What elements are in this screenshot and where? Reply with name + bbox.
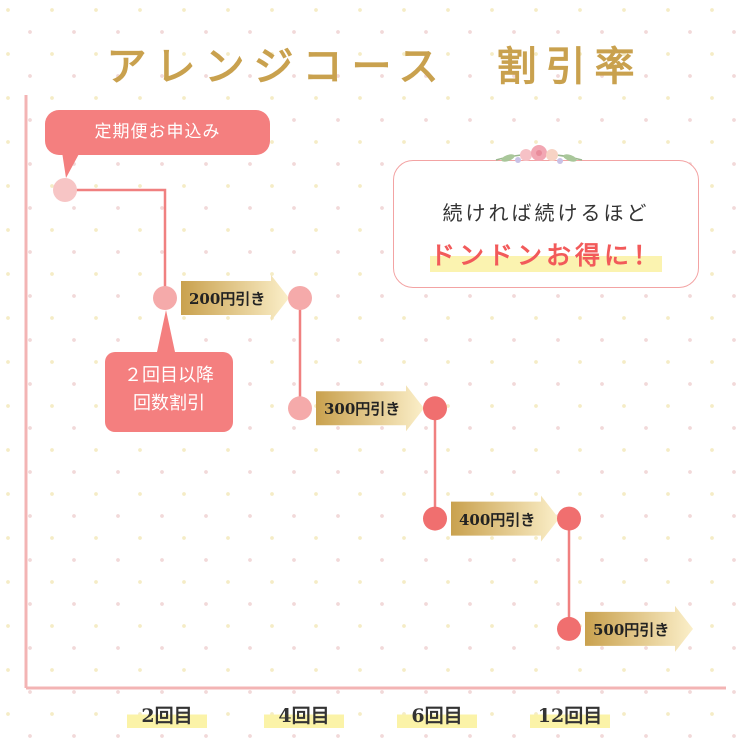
promo-line1: 続ければ続けるほど — [442, 201, 650, 225]
discount-callout-line2: 回数割引 — [133, 393, 205, 414]
start-node — [53, 178, 77, 202]
step-node — [557, 506, 581, 531]
start-connector — [65, 188, 167, 298]
start-callout: 定期便お申込み — [45, 110, 270, 155]
discount-label: 500円引き — [593, 620, 670, 639]
step-node — [288, 286, 312, 310]
discount-arrow — [585, 605, 693, 652]
step-node — [423, 396, 447, 421]
x-tick-label: 6回目 — [397, 701, 477, 728]
x-tick-label: 4回目 — [264, 701, 344, 728]
flower-decoration-icon — [495, 145, 583, 164]
discount-callout-pointer — [157, 310, 175, 352]
discount-arrow — [451, 495, 559, 542]
discount-callout-line1: ２回目以降 — [124, 365, 214, 386]
promo-box: 続ければ続けるほど ドンドンお得に！ — [393, 160, 699, 288]
discount-label: 400円引き — [459, 510, 536, 529]
discount-callout: ２回目以降 回数割引 — [105, 352, 233, 432]
step-node — [153, 286, 177, 310]
x-tick-label: 2回目 — [127, 701, 207, 728]
page-title: アレンジコース 割引率 — [106, 43, 644, 90]
discount-label: 300円引き — [324, 400, 401, 419]
step-node — [557, 616, 581, 641]
x-tick-label: 12回目 — [530, 701, 610, 728]
discount-arrow — [181, 275, 289, 321]
step-node — [288, 396, 312, 421]
start-callout-pointer — [62, 152, 80, 178]
step-node — [423, 506, 447, 531]
discount-label: 200円引き — [189, 290, 266, 308]
discount-arrow — [316, 385, 424, 432]
promo-line2: ドンドンお得に！ — [429, 236, 662, 272]
